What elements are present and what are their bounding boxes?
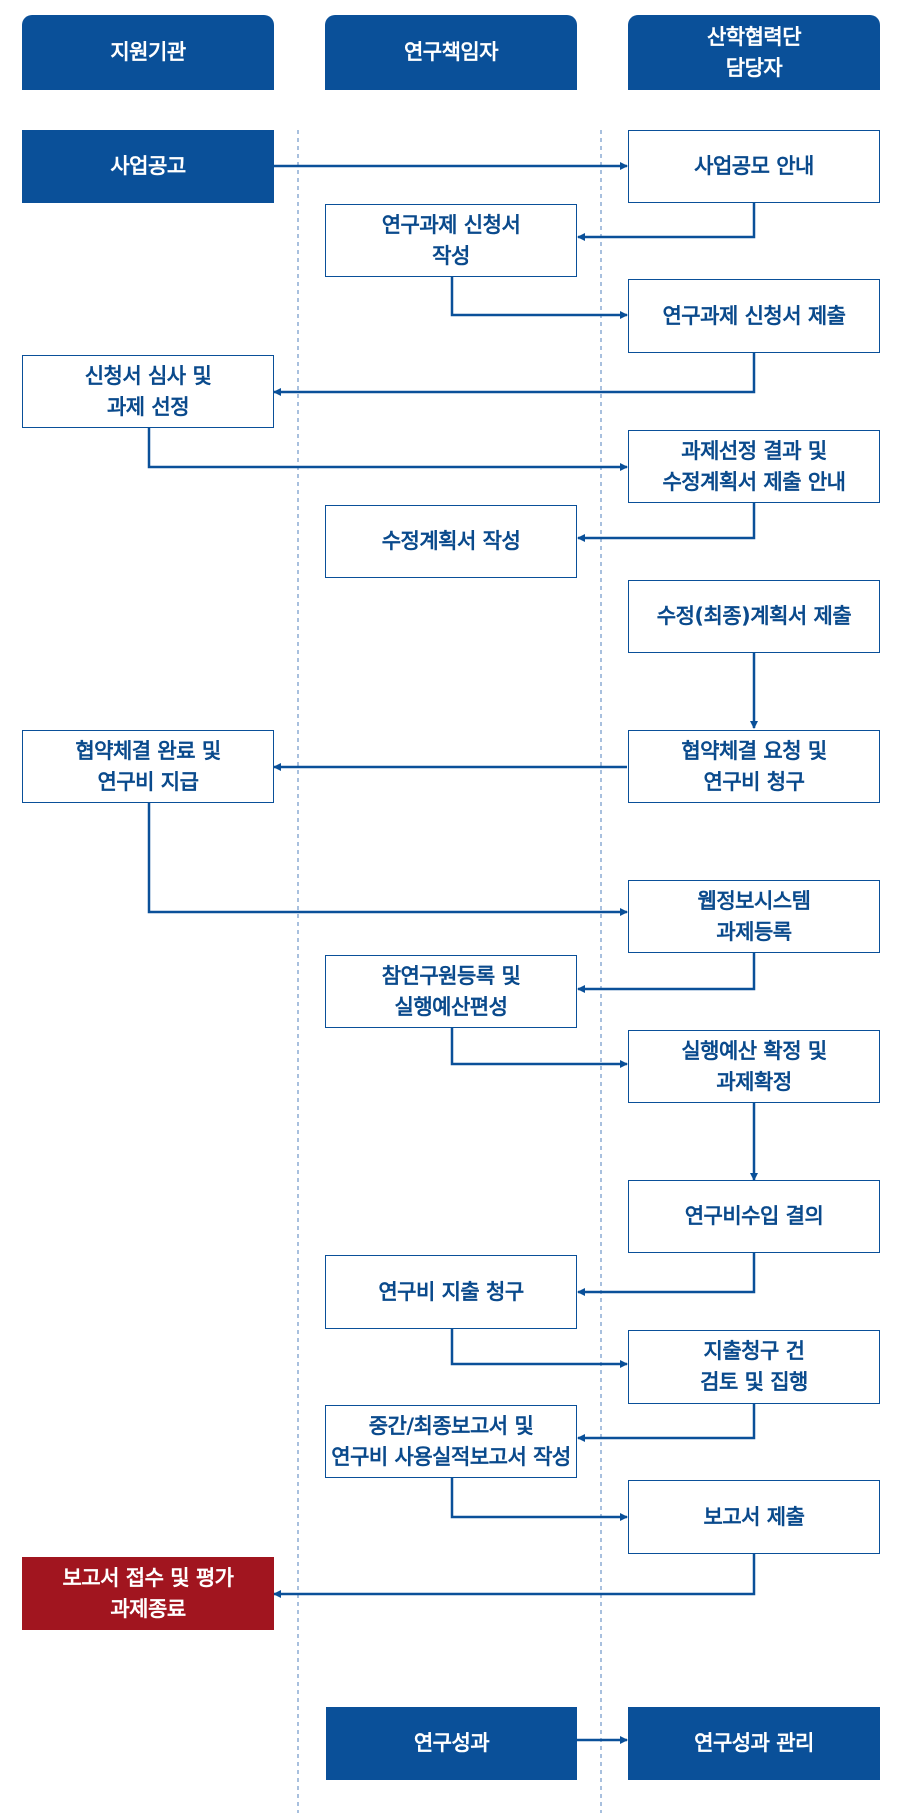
- step-research-outcome: 연구성과: [326, 1707, 577, 1780]
- step-project-end: 보고서 접수 및 평가 과제종료: [22, 1557, 274, 1630]
- lane-header-principal-investigator: 연구책임자: [325, 15, 577, 90]
- step-write-report: 중간/최종보고서 및 연구비 사용실적보고서 작성: [325, 1405, 577, 1478]
- step-member-registration: 참연구원등록 및 실행예산편성: [325, 955, 577, 1028]
- arrow-submit-report-end: [273, 1554, 756, 1598]
- lane-header-industry-cooperation-office: 산학협력단 담당자: [628, 15, 880, 90]
- step-result-notice: 과제선정 결과 및 수정계획서 제출 안내: [628, 430, 880, 503]
- arrow-web-reg-member-reg: [577, 953, 756, 993]
- step-budget-confirm: 실행예산 확정 및 과제확정: [628, 1030, 880, 1103]
- step-notice: 사업공모 안내: [628, 130, 880, 203]
- step-expense-request: 연구비 지출 청구: [325, 1255, 577, 1329]
- arrow-agree-done-web-reg: [147, 803, 628, 916]
- arrow-result-write-plan: [577, 503, 756, 542]
- step-web-registration: 웹정보시스템 과제등록: [628, 880, 880, 953]
- step-submit-report: 보고서 제출: [628, 1480, 880, 1554]
- step-announce: 사업공고: [22, 130, 274, 203]
- step-write-revised-plan: 수정계획서 작성: [325, 505, 577, 578]
- step-outcome-management: 연구성과 관리: [628, 1707, 880, 1780]
- step-agreement-request: 협약체결 요청 및 연구비 청구: [628, 730, 880, 803]
- arrow-exec-write-report: [577, 1404, 756, 1442]
- arrow-submit-review: [273, 353, 756, 396]
- step-income-resolution: 연구비수입 결의: [628, 1180, 880, 1253]
- arrow-member-reg-budget: [450, 1027, 628, 1068]
- step-submit-final-plan: 수정(최종)계획서 제출: [628, 580, 880, 653]
- step-expense-execution: 지출청구 건 검토 및 집행: [628, 1330, 880, 1404]
- step-submit-application: 연구과제 신청서 제출: [628, 279, 880, 353]
- arrow-income-spend-req: [577, 1253, 756, 1296]
- arrow-review-result: [147, 428, 628, 471]
- arrow-spend-req-exec: [450, 1329, 628, 1368]
- step-write-application: 연구과제 신청서 작성: [325, 204, 577, 277]
- step-review-selection: 신청서 심사 및 과제 선정: [22, 355, 274, 428]
- arrow-notice-write-app: [577, 203, 756, 241]
- step-agreement-complete: 협약체결 완료 및 연구비 지급: [22, 730, 274, 803]
- arrow-write-app-submit: [450, 277, 628, 319]
- arrow-write-report-submit: [450, 1476, 628, 1521]
- lane-header-support-agency: 지원기관: [22, 15, 274, 90]
